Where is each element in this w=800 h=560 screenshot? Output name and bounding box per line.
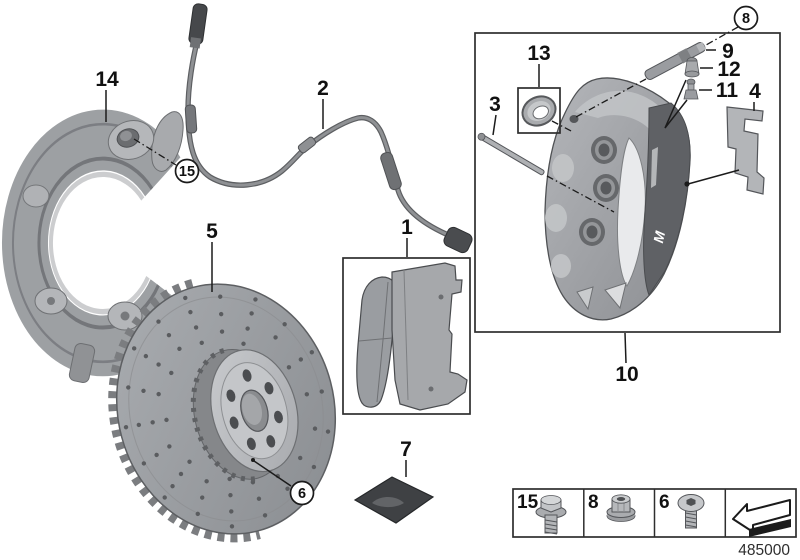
disc-drilled-holes bbox=[123, 294, 331, 529]
caliper-outer-face bbox=[643, 102, 691, 297]
brake-disc-illustration bbox=[108, 279, 337, 543]
svg-text:4: 4 bbox=[749, 80, 761, 103]
callout-12[interactable]: 12 bbox=[700, 58, 741, 81]
wear-sensor-cable-illustration bbox=[184, 3, 473, 254]
legend-cell-direction-arrow bbox=[732, 499, 791, 537]
callout-7[interactable]: 7 bbox=[400, 438, 412, 477]
guide-pin-illustration bbox=[575, 26, 739, 118]
seal-ring-illustration bbox=[517, 87, 574, 134]
svg-text:6: 6 bbox=[659, 492, 670, 513]
grease-packet-illustration bbox=[353, 476, 435, 524]
svg-text:5: 5 bbox=[206, 220, 218, 243]
caliper-box bbox=[474, 32, 781, 333]
callout-15[interactable]: 15 bbox=[133, 138, 200, 184]
seal-box bbox=[517, 87, 561, 134]
brake-pad-outer bbox=[391, 262, 468, 411]
callout-14[interactable]: 14 bbox=[95, 68, 119, 122]
brake-caliper-illustration: M bbox=[544, 77, 691, 321]
sensor-head bbox=[443, 226, 473, 254]
cable-sleeve bbox=[380, 151, 402, 191]
callout-9[interactable]: 9 bbox=[706, 40, 734, 63]
shield-upper-flange bbox=[151, 111, 184, 172]
svg-text:15: 15 bbox=[179, 164, 195, 180]
svg-text:2: 2 bbox=[317, 77, 329, 100]
countersunk-screw-icon bbox=[677, 494, 705, 529]
callout-3[interactable]: 3 bbox=[489, 93, 501, 136]
retaining-clip-illustration bbox=[684, 106, 765, 195]
svg-text:3: 3 bbox=[489, 93, 501, 116]
legend-cell-flange-nut[interactable]: 8 bbox=[588, 492, 636, 522]
callout-2[interactable]: 2 bbox=[317, 77, 329, 129]
shield-emboss bbox=[22, 184, 50, 208]
brake-pad-inner bbox=[356, 276, 398, 408]
svg-text:9: 9 bbox=[722, 40, 734, 63]
callout-6[interactable]: 6 bbox=[251, 458, 315, 506]
svg-text:8: 8 bbox=[742, 11, 750, 27]
pads-box bbox=[342, 257, 471, 415]
svg-text:13: 13 bbox=[527, 42, 550, 65]
m-badge: M bbox=[650, 229, 668, 244]
drawing-number: 485000 bbox=[738, 542, 790, 559]
legend-table: 15 8 6 bbox=[512, 488, 797, 538]
legend-cell-countersunk-screw[interactable]: 6 bbox=[659, 492, 705, 529]
brake-pads-illustration bbox=[342, 257, 471, 415]
hub-bolt-holes bbox=[226, 369, 283, 451]
svg-text:14: 14 bbox=[95, 68, 119, 91]
cable-grommet bbox=[184, 104, 198, 134]
caliper-window bbox=[617, 137, 646, 287]
svg-text:8: 8 bbox=[588, 492, 599, 513]
callout-10[interactable]: 10 bbox=[615, 332, 639, 386]
pad-pin-illustration bbox=[477, 132, 615, 213]
callout-11[interactable]: 11 bbox=[699, 79, 738, 102]
svg-text:12: 12 bbox=[717, 58, 740, 81]
svg-text:15: 15 bbox=[517, 492, 539, 513]
callout-13[interactable]: 13 bbox=[527, 42, 551, 87]
svg-text:11: 11 bbox=[716, 79, 739, 102]
legend-cell-flange-bolt[interactable]: 15 bbox=[517, 492, 567, 535]
svg-text:7: 7 bbox=[400, 438, 412, 461]
svg-text:1: 1 bbox=[401, 216, 413, 239]
flange-bolt-icon bbox=[535, 495, 567, 535]
caliper-piston-bores bbox=[579, 136, 619, 246]
callout-8[interactable]: 8 bbox=[733, 5, 759, 31]
callout-5[interactable]: 5 bbox=[206, 220, 218, 292]
disc-cooling-vanes bbox=[108, 279, 261, 543]
cable-fitting bbox=[297, 136, 317, 154]
flange-nut-icon bbox=[606, 494, 636, 522]
callout-1[interactable]: 1 bbox=[401, 216, 413, 257]
sensor-connector bbox=[188, 3, 208, 49]
bleeder-valve-illustration bbox=[664, 78, 699, 129]
dust-cap-illustration bbox=[684, 57, 700, 78]
callout-4[interactable]: 4 bbox=[749, 80, 761, 111]
svg-text:6: 6 bbox=[298, 486, 306, 502]
svg-text:10: 10 bbox=[615, 363, 638, 386]
